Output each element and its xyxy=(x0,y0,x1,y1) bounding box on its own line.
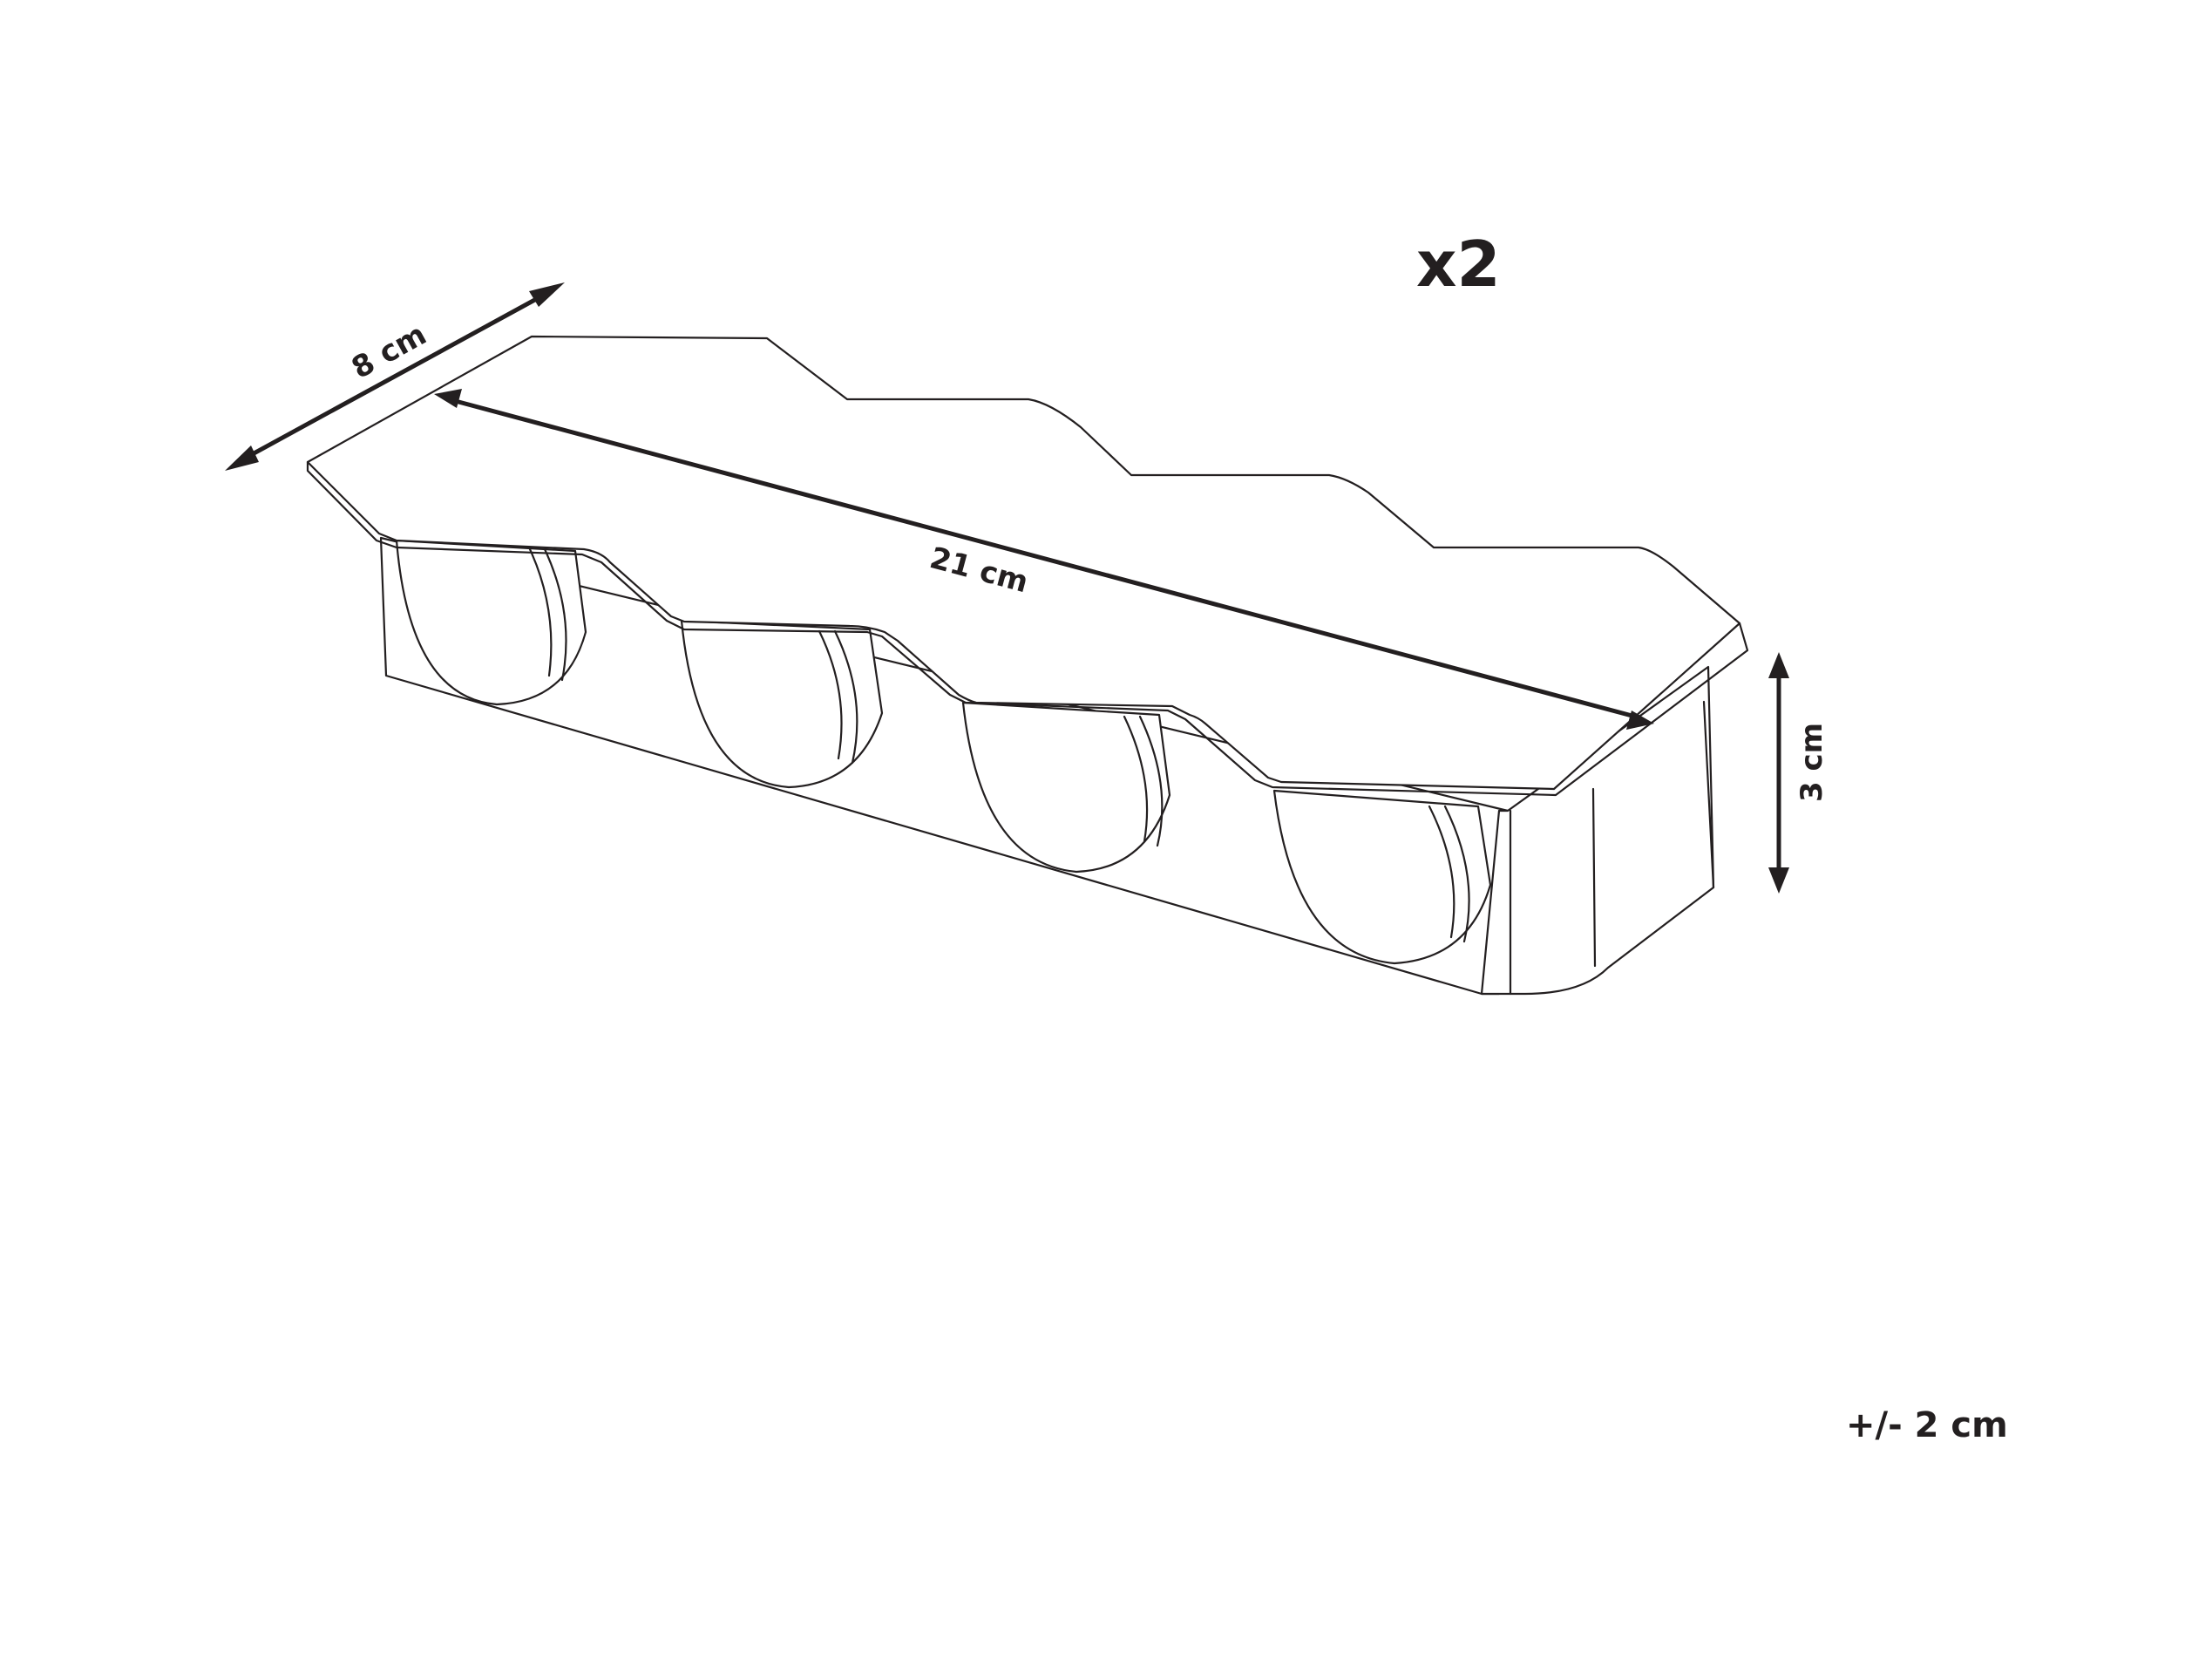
cup-holder-3 xyxy=(961,701,1171,874)
depth-arrow-line xyxy=(236,289,551,465)
shelf-right-face xyxy=(1480,665,1715,996)
width-arrowhead-start xyxy=(434,389,462,408)
depth-arrowhead-end xyxy=(529,282,565,307)
cup-holder-1 xyxy=(395,539,587,706)
shelf-top xyxy=(306,335,1749,797)
quantity-label: x2 xyxy=(1416,228,1501,301)
width-arrowhead-end xyxy=(1626,711,1654,730)
height-arrowhead-end xyxy=(1768,867,1789,894)
shelf-body xyxy=(379,536,1715,996)
shelf-top-surface xyxy=(306,335,1741,791)
cup-holder-4 xyxy=(1272,789,1492,965)
cup-holders xyxy=(395,539,1492,965)
cup-holder-2 xyxy=(680,619,884,789)
shelf-top-edge xyxy=(306,460,1749,797)
height-arrowhead-start xyxy=(1768,652,1789,678)
height-label: 3 cm xyxy=(1795,723,1829,802)
tolerance-note: +/- 2 cm xyxy=(1846,1405,2008,1445)
width-arrow-line xyxy=(448,397,1639,720)
depth-arrowhead-start xyxy=(225,445,259,471)
depth-label: 8 cm xyxy=(346,317,432,386)
dimension-height: 3 cm xyxy=(1768,652,1829,894)
